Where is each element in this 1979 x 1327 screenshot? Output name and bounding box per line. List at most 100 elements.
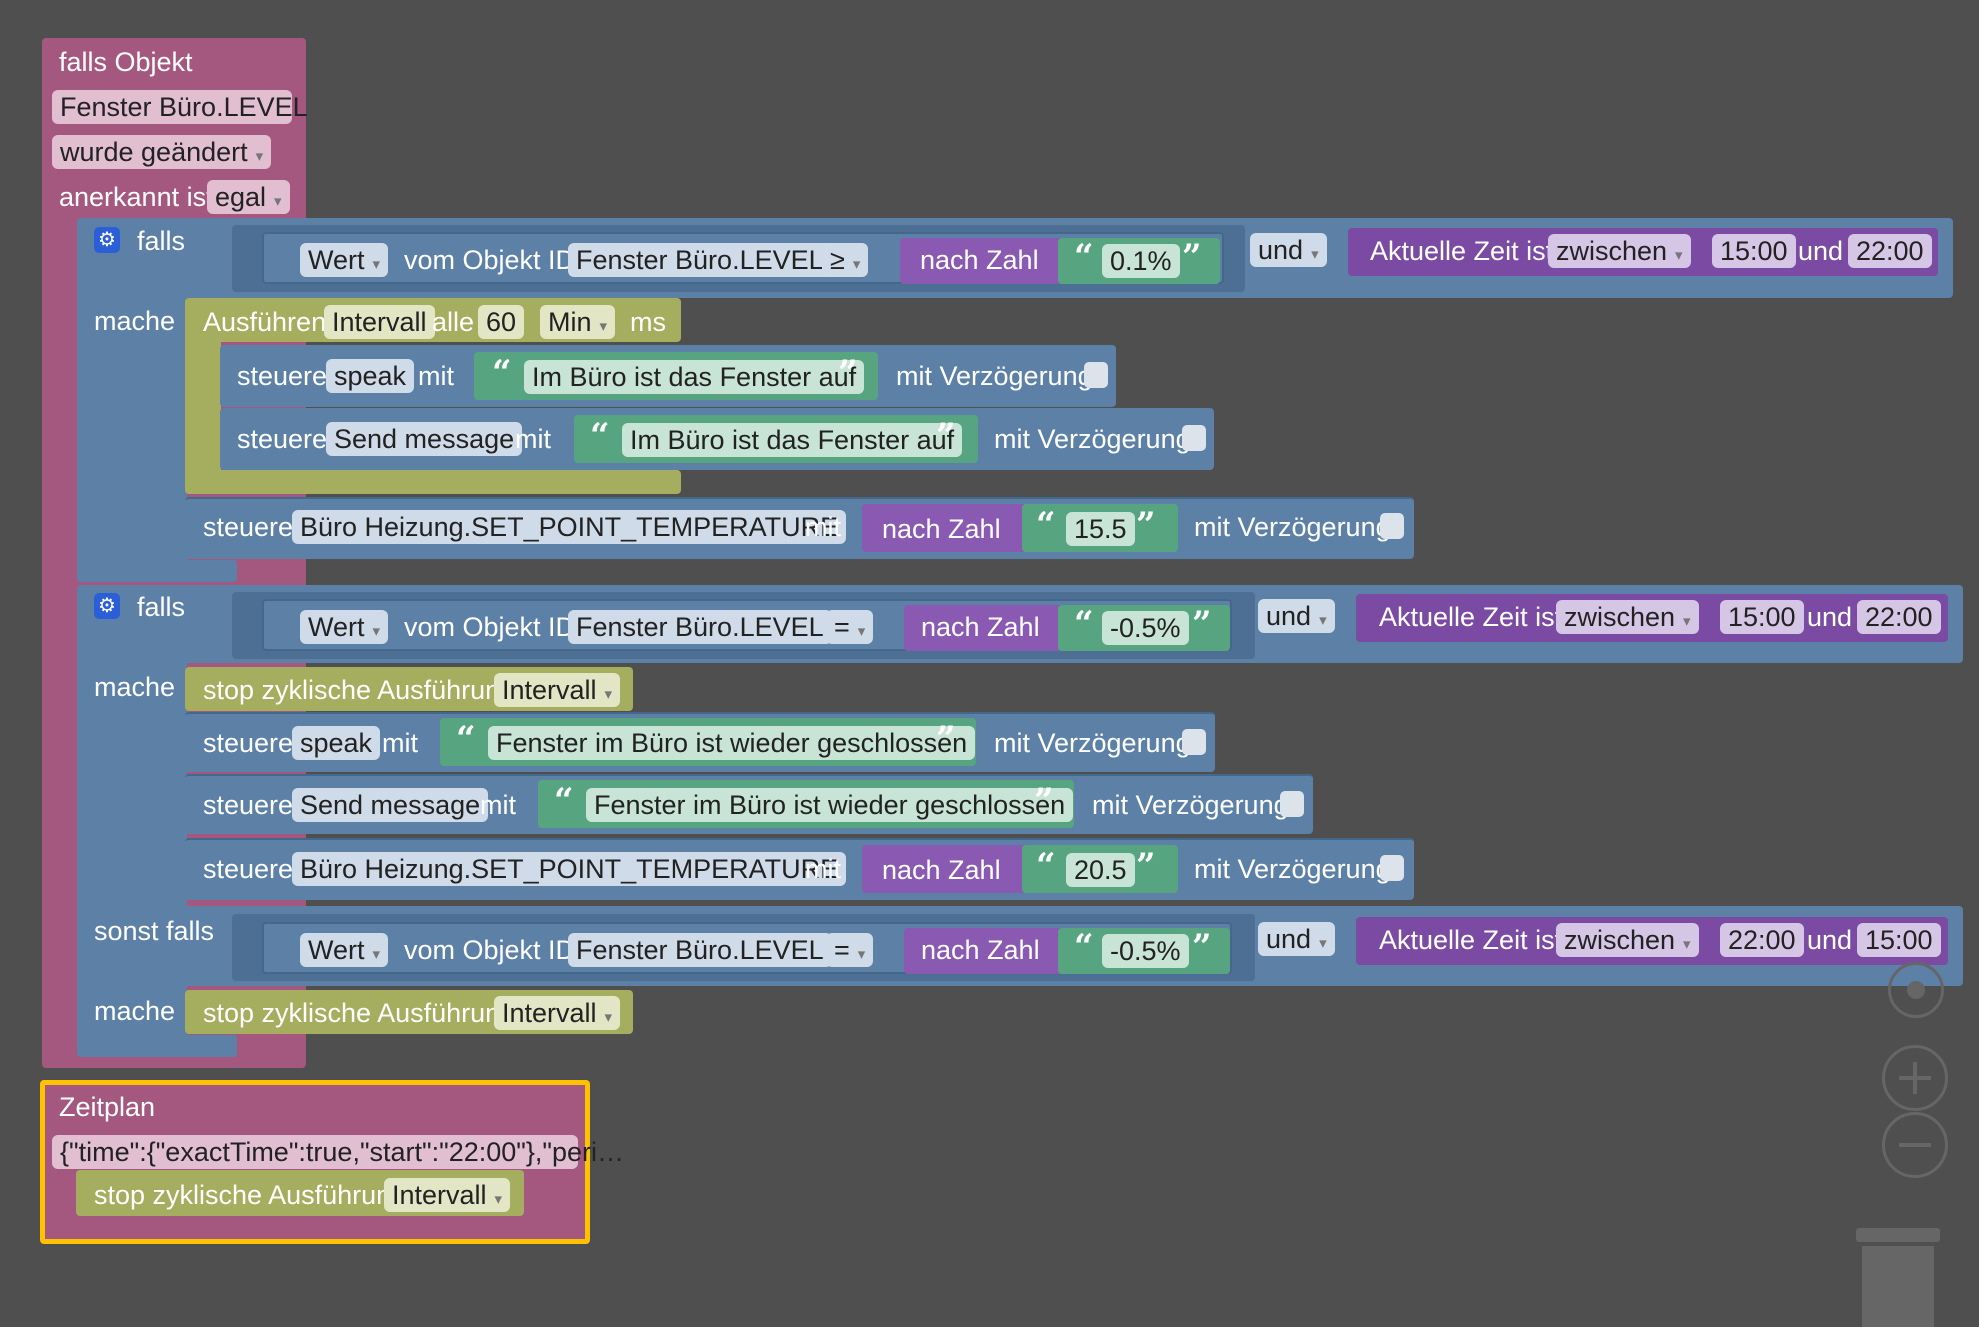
if2-heat-delay-label: mit Verzögerung — [1194, 854, 1391, 884]
if1-heat-delay-label: mit Verzögerung — [1194, 512, 1391, 542]
if1-falls-label: falls — [137, 226, 186, 256]
schedule-value-field[interactable]: {"time":{"exactTime":true,"start":"22:00… — [52, 1135, 624, 1169]
elseif-wert-dropdown[interactable]: Wert▾ — [300, 933, 389, 967]
if1-heat-mit: mit — [805, 512, 841, 542]
close-quote-icon: ” — [936, 719, 956, 759]
selection-highlight — [40, 1080, 590, 1244]
open-quote-icon: “ — [1074, 604, 1094, 644]
chevron-down-icon: ▾ — [857, 623, 866, 640]
if2-speak-text[interactable]: Fenster im Büro ist wieder geschlossen — [488, 726, 976, 760]
if2-speak-mit: mit — [382, 728, 418, 758]
if1-heat-value[interactable]: 15.5 — [1066, 512, 1135, 546]
trash-icon[interactable] — [1856, 1228, 1940, 1327]
if1-number-value[interactable]: 0.1% — [1102, 244, 1180, 278]
interval-unit-value: Min — [548, 307, 592, 337]
if2-number-value[interactable]: -0.5% — [1102, 611, 1189, 645]
if2-msg-delay-label: mit Verzögerung — [1092, 790, 1289, 820]
open-quote-icon: “ — [554, 781, 574, 821]
if1-heat-target[interactable]: Büro Heizung.SET_POINT_TEMPERATURE — [292, 510, 847, 544]
open-quote-icon: “ — [1074, 237, 1094, 277]
zoom-out-icon[interactable] — [1882, 1112, 1948, 1178]
elseif-und-value: und — [1266, 924, 1312, 954]
interval-unit-dropdown[interactable]: Min▾ — [540, 305, 616, 339]
if2-object-field[interactable]: Fenster Büro.LEVEL — [568, 610, 832, 644]
elseif-time-to-field[interactable]: 15:00 — [1857, 923, 1941, 957]
elseif-und-dropdown[interactable]: und▾ — [1258, 922, 1335, 956]
elseif-stop-label: stop zyklische Ausführung — [203, 998, 516, 1028]
elseif-object-field[interactable]: Fenster Büro.LEVEL — [568, 933, 832, 967]
elseif-number-value[interactable]: -0.5% — [1102, 934, 1189, 968]
if2-speak-target[interactable]: speak — [292, 726, 381, 760]
if2-speak-delay-checkbox[interactable] — [1182, 729, 1206, 755]
elseif-time-mode-value: zwischen — [1564, 925, 1676, 955]
if-block-1-foot — [77, 560, 237, 582]
if2-time-mode-dropdown[interactable]: zwischen▾ — [1556, 600, 1699, 634]
if1-object-field[interactable]: Fenster Büro.LEVEL — [568, 243, 832, 277]
chevron-down-icon: ▾ — [494, 1191, 503, 1208]
if2-und-dropdown[interactable]: und▾ — [1258, 599, 1335, 633]
elseif-time-label: Aktuelle Zeit ist — [1379, 925, 1563, 955]
if2-msg-target[interactable]: Send message — [292, 788, 489, 822]
chevron-down-icon: ▾ — [274, 193, 282, 210]
if2-stop-dropdown[interactable]: Intervall▾ — [494, 673, 621, 707]
if2-time-from-field[interactable]: 15:00 — [1720, 600, 1804, 634]
ack-dropdown[interactable]: egal▾ — [207, 180, 290, 214]
elseif-time-from-field[interactable]: 22:00 — [1720, 923, 1804, 957]
if2-operator-dropdown[interactable]: =▾ — [826, 610, 874, 644]
if2-wert-value: Wert — [308, 612, 365, 642]
if1-speak-delay-checkbox[interactable] — [1084, 362, 1108, 388]
close-quote-icon: ” — [1182, 237, 1202, 277]
open-quote-icon: “ — [1036, 846, 1056, 886]
trigger-event-dropdown[interactable]: wurde geändert▾ — [52, 135, 272, 169]
if1-wert-dropdown[interactable]: Wert ▾ — [300, 243, 389, 277]
if2-heat-target[interactable]: Büro Heizung.SET_POINT_TEMPERATURE — [292, 852, 847, 886]
chevron-down-icon: ▾ — [372, 256, 381, 273]
zoom-in-icon[interactable] — [1882, 1045, 1948, 1111]
if1-nach-zahl-label: nach Zahl — [920, 245, 1039, 275]
if1-time-from-field[interactable]: 15:00 — [1712, 234, 1796, 268]
interval-name-field[interactable]: Intervall — [324, 305, 435, 339]
elseif-operator-dropdown[interactable]: =▾ — [826, 933, 874, 967]
if1-heat-delay-checkbox[interactable] — [1380, 513, 1404, 539]
if2-msg-text[interactable]: Fenster im Büro ist wieder geschlossen — [586, 788, 1074, 822]
elseif-nach-zahl-label: nach Zahl — [921, 935, 1040, 965]
if2-heat-value[interactable]: 20.5 — [1066, 853, 1135, 887]
if2-wert-dropdown[interactable]: Wert▾ — [300, 610, 389, 644]
chevron-down-icon: ▾ — [1319, 612, 1327, 629]
if2-msg-delay-checkbox[interactable] — [1280, 791, 1304, 817]
if1-msg-steuere: steuere — [237, 424, 328, 454]
if1-speak-steuere: steuere — [237, 361, 328, 391]
if1-time-label: Aktuelle Zeit ist — [1370, 236, 1554, 266]
chevron-down-icon: ▾ — [604, 1009, 613, 1026]
if2-vom-label: vom Objekt ID — [404, 612, 576, 642]
if2-speak-steuere: steuere — [203, 728, 294, 758]
if1-speak-text[interactable]: Im Büro ist das Fenster auf — [524, 360, 865, 394]
if1-msg-text[interactable]: Im Büro ist das Fenster auf — [622, 423, 963, 457]
schedule-stop-dropdown[interactable]: Intervall▾ — [384, 1178, 511, 1212]
trigger-object-field[interactable]: Fenster Büro.LEVEL — [52, 90, 308, 124]
gear-icon[interactable]: ⚙ — [94, 227, 120, 253]
if1-msg-target[interactable]: Send message — [326, 422, 523, 456]
if2-heat-steuere: steuere — [203, 854, 294, 884]
if1-operator-value: ≥ — [830, 245, 845, 275]
if1-msg-delay-checkbox[interactable] — [1182, 425, 1206, 451]
if1-time-to-field[interactable]: 22:00 — [1848, 234, 1932, 268]
if2-heat-delay-checkbox[interactable] — [1380, 855, 1404, 881]
if1-time-mode-dropdown[interactable]: zwischen▾ — [1548, 234, 1691, 268]
if2-heat-mit: mit — [805, 854, 841, 884]
if1-speak-target[interactable]: speak — [326, 359, 415, 393]
if1-wert-value: Wert — [308, 245, 365, 275]
elseif-time-mode-dropdown[interactable]: zwischen▾ — [1556, 923, 1699, 957]
chevron-down-icon: ▾ — [1311, 246, 1319, 263]
if1-und-dropdown[interactable]: und▾ — [1250, 233, 1327, 267]
interval-value-field[interactable]: 60 — [478, 305, 525, 339]
elseif-stop-dropdown[interactable]: Intervall▾ — [494, 996, 621, 1030]
if1-operator-dropdown[interactable]: ≥▾ — [822, 243, 869, 277]
if-block-2-foot — [77, 1035, 237, 1057]
if2-time-to-field[interactable]: 22:00 — [1857, 600, 1941, 634]
recenter-icon[interactable] — [1888, 962, 1944, 1018]
close-quote-icon: ” — [1034, 781, 1054, 821]
if1-heat-nach-zahl: nach Zahl — [882, 514, 1001, 544]
gear-icon[interactable]: ⚙ — [94, 593, 120, 619]
if2-heat-nach-zahl: nach Zahl — [882, 855, 1001, 885]
